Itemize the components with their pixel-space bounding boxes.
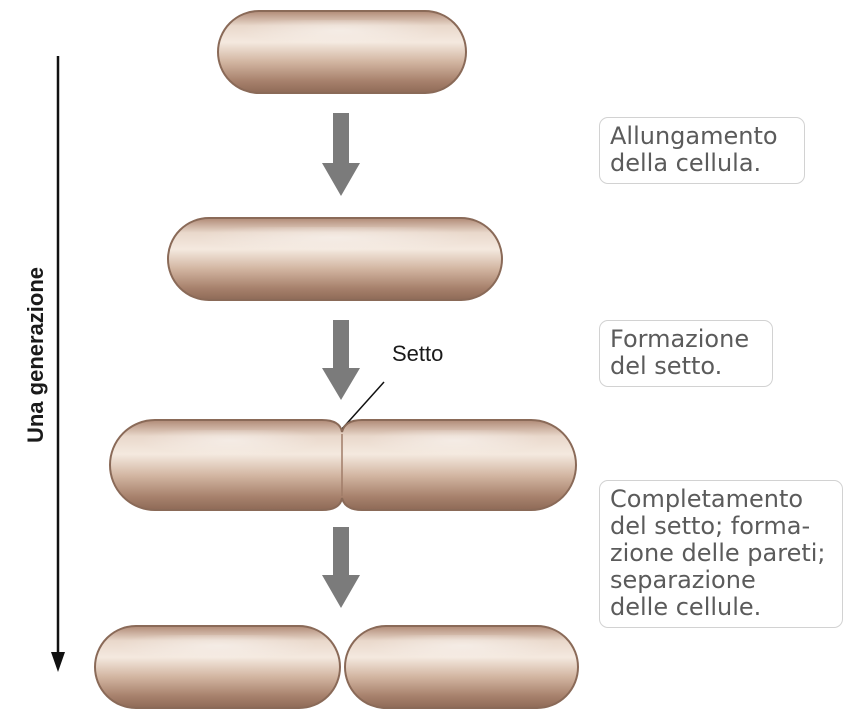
cell-initial	[218, 11, 466, 93]
step-box-septum-formation: Formazione del setto.	[599, 320, 773, 387]
down-arrow-1	[322, 113, 360, 196]
daughter-cell-left	[95, 626, 340, 708]
step-text-line: della cellula.	[610, 150, 796, 177]
step-text-line: zione delle pareti;	[610, 540, 834, 567]
cell-septum-forming	[110, 420, 576, 510]
step-text-line: Allungamento	[610, 123, 796, 150]
generation-label: Una generazione	[23, 267, 49, 443]
down-arrow-3	[322, 527, 360, 608]
step-text-line: delle cellule.	[610, 594, 834, 621]
step-text-line: del setto.	[610, 353, 764, 380]
daughter-cell-right	[345, 626, 578, 708]
cell-elongated	[168, 218, 502, 300]
generation-timeline-arrow	[51, 56, 65, 672]
step-text-line: del setto; forma-	[610, 513, 834, 540]
step-text-line: Completamento	[610, 486, 834, 513]
step-box-separation: Completamento del setto; forma- zione de…	[599, 480, 843, 628]
step-text-line: separazione	[610, 567, 834, 594]
down-arrow-2	[322, 320, 360, 400]
step-text-line: Formazione	[610, 326, 764, 353]
septum-label: Setto	[392, 341, 443, 367]
step-box-elongation: Allungamento della cellula.	[599, 117, 805, 184]
